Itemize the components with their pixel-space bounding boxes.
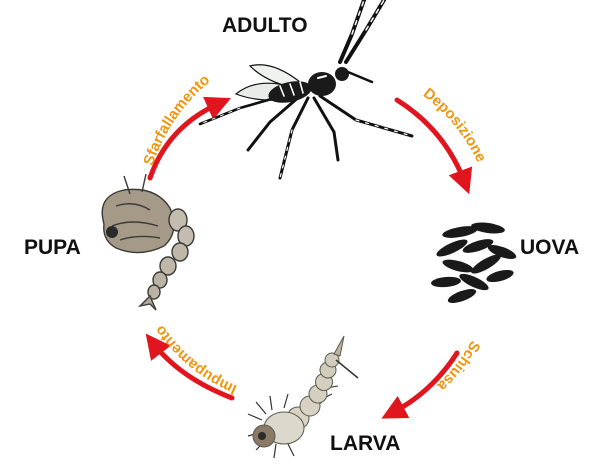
label-schiusa: Schiusa: [434, 338, 484, 395]
pupa-icon: [102, 174, 194, 310]
label-sfarfallamento: Sfarfallamento: [140, 71, 213, 167]
stage-pupa-label: PUPA: [24, 236, 81, 260]
stage-eggs-label: UOVA: [520, 236, 579, 260]
stage-adult-label: ADULTO: [222, 14, 308, 38]
eggs-icon: [431, 221, 518, 306]
label-impupamento: Impupamento: [152, 322, 239, 398]
stage-larva-label: LARVA: [330, 432, 400, 456]
